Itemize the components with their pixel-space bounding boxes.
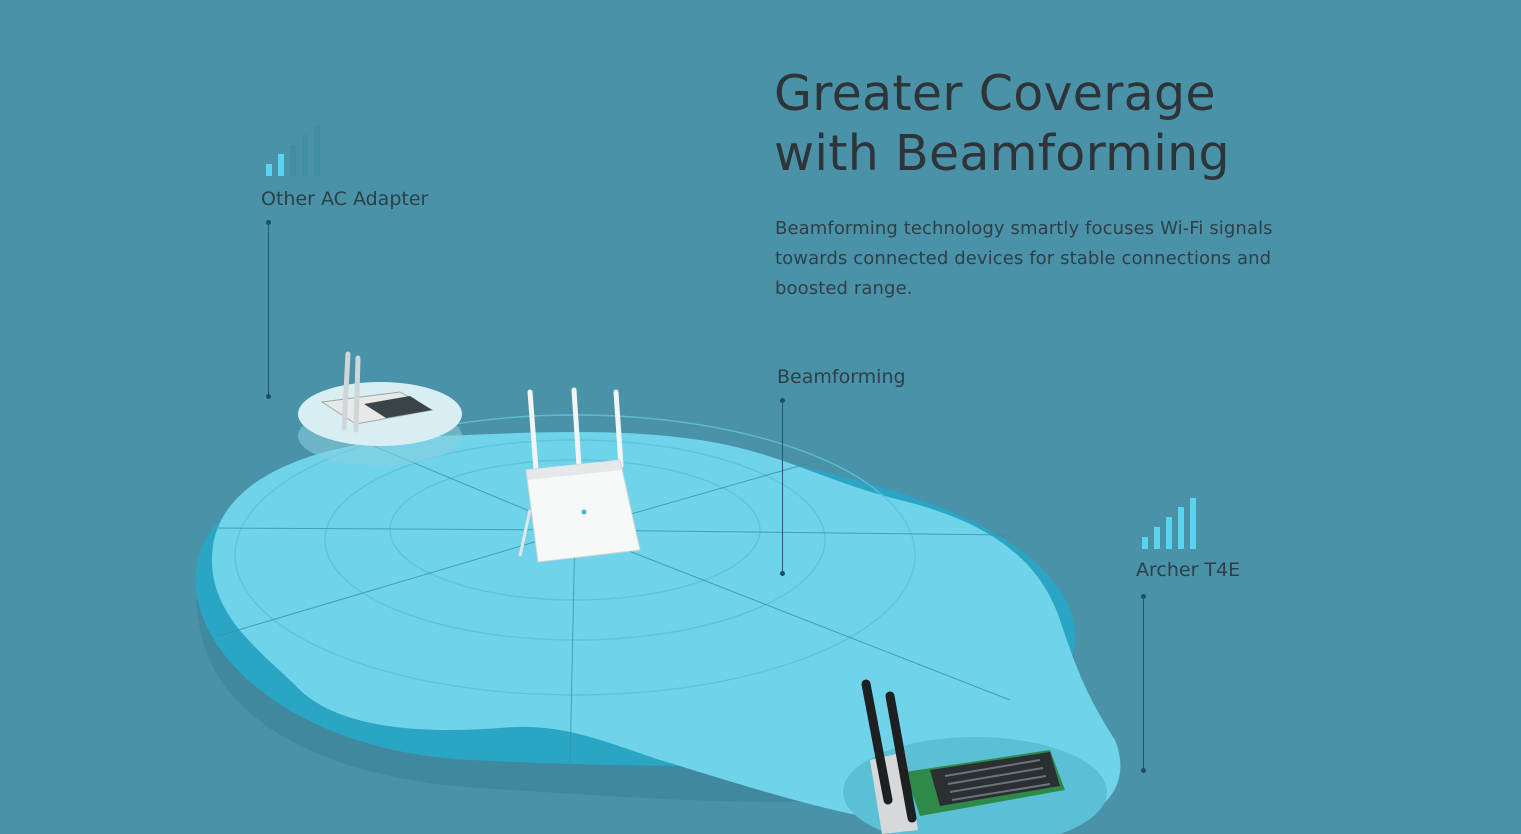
callout-line: [1143, 597, 1144, 770]
archer-label: Archer T4E: [1136, 559, 1241, 581]
callout-line: [782, 401, 783, 573]
signal-bar: [302, 135, 308, 176]
signal-bar: [278, 154, 284, 176]
callout-dot: [780, 398, 785, 403]
callout-line: [268, 223, 269, 396]
signal-bar: [1190, 498, 1196, 549]
signal-bar: [266, 164, 272, 176]
other-adapter-label: Other AC Adapter: [261, 188, 429, 210]
callout-dot: [780, 571, 785, 576]
callout-dot: [1141, 768, 1146, 773]
signal-bar: [1142, 537, 1148, 549]
other-adapter-card: [320, 351, 434, 433]
feature-description: Beamforming technology smartly focuses W…: [775, 218, 1273, 299]
router-icon: [518, 387, 641, 563]
callout-dot: [266, 220, 271, 225]
callout-dot: [266, 394, 271, 399]
archer-card: [861, 679, 1065, 834]
page-title-line-1: Greater Coverage: [774, 65, 1216, 122]
signal-bar: [290, 145, 296, 176]
signal-bar: [1178, 507, 1184, 549]
signal-bar: [1166, 517, 1172, 549]
page-title-line-2: with Beamforming: [774, 125, 1230, 182]
signal-bar: [1154, 527, 1160, 549]
callout-dot: [1141, 594, 1146, 599]
beamforming-label: Beamforming: [777, 366, 906, 388]
signal-strength-icon-archer: [1142, 498, 1196, 549]
signal-bar: [314, 126, 320, 176]
signal-strength-icon-other-adapter: [266, 126, 320, 176]
page-title: Greater Coverage with Beamforming: [774, 64, 1230, 184]
